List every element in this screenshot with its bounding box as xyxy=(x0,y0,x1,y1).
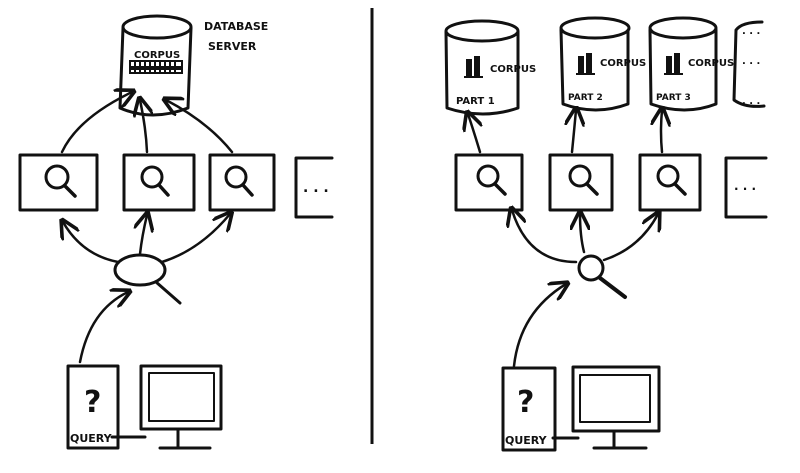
search-node-1 xyxy=(18,153,99,212)
db-corpus-label: CORPUS xyxy=(134,50,180,61)
question-mark: ? xyxy=(84,385,101,420)
search-node-2 xyxy=(122,153,196,212)
dispatcher-magnifier-icon xyxy=(113,253,182,305)
arrow-r-dispatch-to-node1 xyxy=(512,210,578,264)
corpus-part-1-line2: PART 1 xyxy=(456,96,495,107)
server-label-line1: DATABASE xyxy=(204,20,268,33)
corpus-part-2-line1: CORPUS xyxy=(600,58,646,69)
corpus-part-3-line2: PART 3 xyxy=(656,93,691,103)
corpus-part-1-line1: CORPUS xyxy=(490,64,536,75)
search-node-more: . . . xyxy=(294,156,334,219)
magnifier-icon xyxy=(476,164,507,196)
monitor-icon xyxy=(110,364,223,450)
arrow-node2-to-db xyxy=(140,100,147,154)
search-node-r2 xyxy=(548,153,614,212)
book-icon xyxy=(464,56,483,78)
search-node-3 xyxy=(208,153,276,212)
arrow-r-node3-to-part3 xyxy=(661,110,662,154)
query-document-right: ? QUERY xyxy=(501,366,557,452)
corpus-part-more: . . . . . . . . . xyxy=(732,20,766,108)
arrow-r-node2-to-part2 xyxy=(572,110,576,154)
magnifier-icon xyxy=(44,164,77,198)
monitor-icon-right xyxy=(551,365,661,450)
right-panel: CORPUS PART 1 CORPUS PART 2 CORPUS xyxy=(444,16,768,452)
arrow-query-to-dispatch xyxy=(78,292,128,364)
arrow-r-dispatch-to-node3 xyxy=(602,214,658,262)
magnifier-icon xyxy=(140,165,170,197)
arrow-r-query-to-dispatch xyxy=(512,284,566,368)
magnifier-icon xyxy=(568,164,599,196)
dispatcher-magnifier-icon-right xyxy=(577,254,627,299)
book-icon xyxy=(664,53,683,75)
more-nodes-dots-right: . . . xyxy=(734,179,756,193)
arrow-node1-to-db xyxy=(60,92,132,154)
arrow-r-dispatch-to-node2 xyxy=(580,214,584,254)
corpus-more-dots-1: . . . xyxy=(742,26,760,37)
books-icon xyxy=(129,60,183,74)
database-server: CORPUS DATABASE SERVER xyxy=(118,14,268,117)
search-node-r-more: . . . xyxy=(724,156,768,219)
arrow-dispatch-to-node3 xyxy=(160,214,230,264)
corpus-part-2-line2: PART 2 xyxy=(568,93,603,103)
magnifier-icon xyxy=(224,165,254,197)
question-mark-right: ? xyxy=(517,385,534,420)
query-label-right: QUERY xyxy=(505,434,548,447)
query-document: ? QUERY xyxy=(66,364,120,450)
magnifier-icon xyxy=(656,164,687,196)
corpus-part-3: CORPUS PART 3 xyxy=(648,16,734,112)
corpus-part-3-line1: CORPUS xyxy=(688,58,734,69)
server-label-line2: SERVER xyxy=(208,40,257,53)
arrow-node3-to-db xyxy=(166,100,234,154)
query-label: QUERY xyxy=(70,432,113,445)
search-node-r1 xyxy=(454,153,524,212)
corpus-more-dots-3: . . . xyxy=(742,96,760,107)
arrow-r-node1-to-part1 xyxy=(468,114,480,154)
search-node-r3 xyxy=(638,153,702,212)
book-icon xyxy=(576,53,595,75)
arrow-dispatch-to-node2 xyxy=(140,215,147,256)
arrow-dispatch-to-node1 xyxy=(63,222,120,264)
corpus-part-2: CORPUS PART 2 xyxy=(559,16,646,112)
corpus-part-1: CORPUS PART 1 xyxy=(444,19,536,116)
left-panel: CORPUS DATABASE SERVER xyxy=(18,14,334,450)
corpus-more-dots-2: . . . xyxy=(742,56,760,67)
more-nodes-dots: . . . xyxy=(303,180,329,196)
